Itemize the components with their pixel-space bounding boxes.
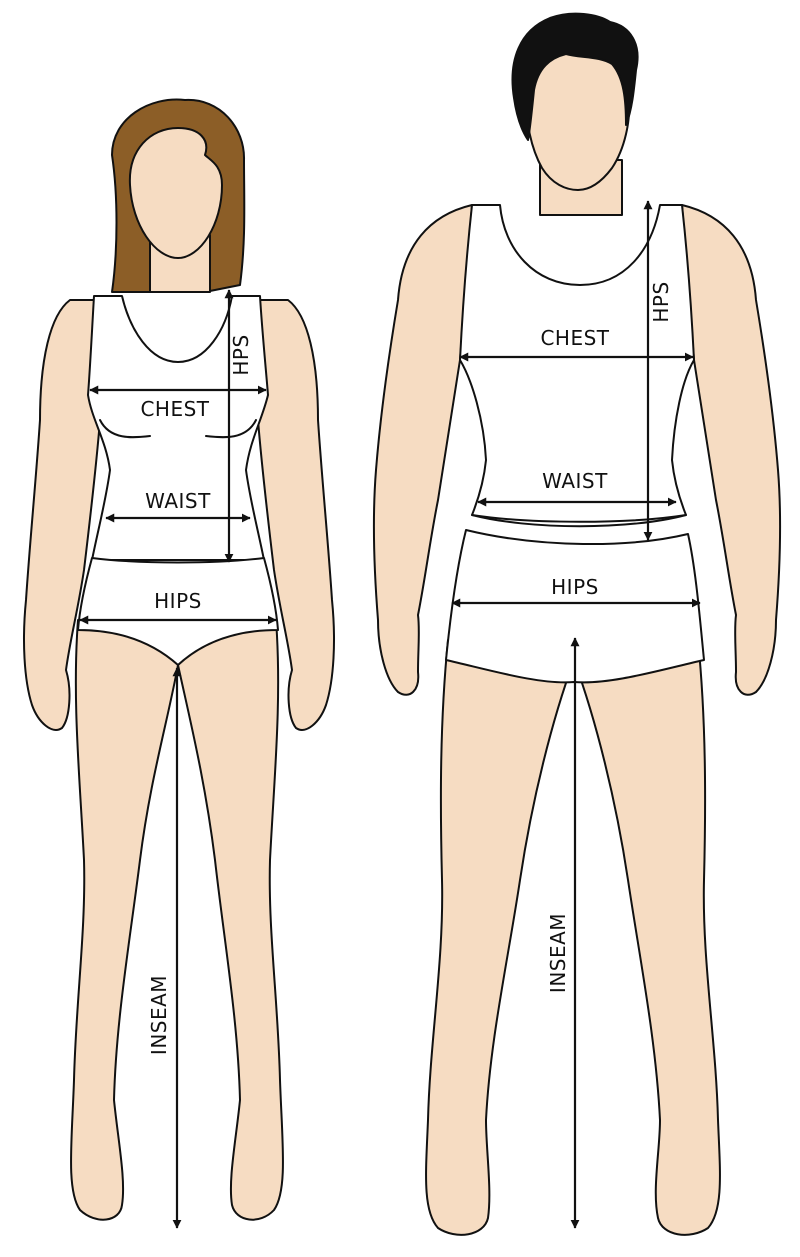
female-top [87, 295, 269, 561]
female-inseam-label: INSEAM [147, 975, 171, 1055]
female-waist-label: WAIST [145, 489, 211, 513]
male-legs [425, 639, 721, 1236]
male-chest-label: CHEST [540, 326, 609, 350]
male-hair [511, 12, 639, 141]
male-right-arm [681, 204, 782, 696]
female-face [128, 127, 223, 259]
female-chest-curve [99, 419, 257, 439]
male-top [459, 204, 695, 523]
female-briefs [77, 557, 279, 666]
female-hips-label: HIPS [154, 589, 202, 613]
male-figure: CHEST WAIST HIPS HPS INSEAM [372, 12, 782, 1236]
male-hips-label: HIPS [551, 575, 599, 599]
male-waist-label: WAIST [542, 469, 608, 493]
male-inseam-label: INSEAM [546, 913, 570, 993]
female-left-arm [23, 299, 101, 731]
female-chest-label: CHEST [140, 397, 209, 421]
female-right-arm [257, 299, 335, 731]
male-hps-label: HPS [649, 281, 673, 322]
female-hps-label: HPS [229, 334, 253, 375]
male-left-arm [372, 204, 473, 696]
male-waistband [471, 514, 687, 528]
female-figure: CHEST WAIST HIPS HPS INSEAM [23, 98, 335, 1229]
